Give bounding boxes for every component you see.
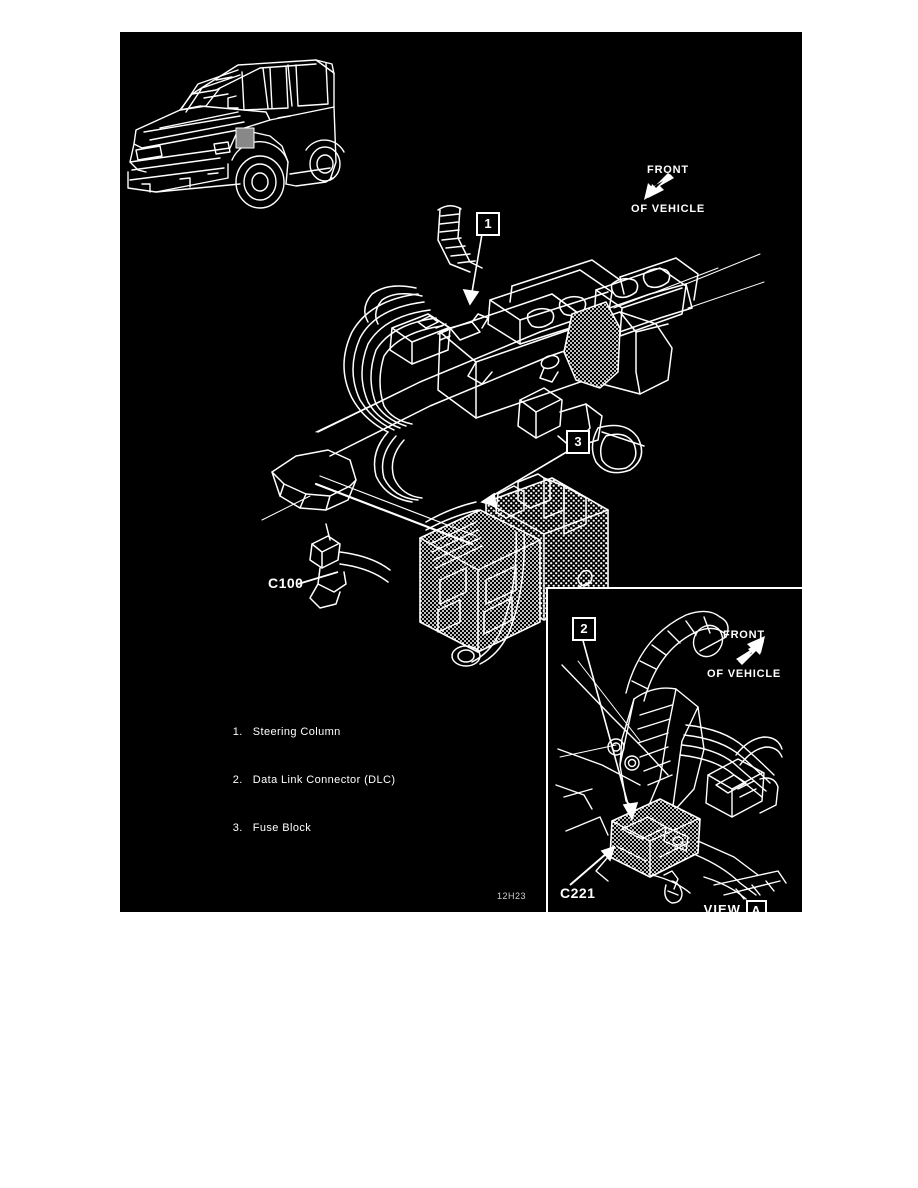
legend-item-1-label: Steering Column — [252, 726, 341, 738]
front-of-vehicle-label-main: FRONT OF VEHICLE — [613, 138, 723, 242]
legend-item-1: 1. Steering Column — [212, 708, 395, 756]
legend-item-2-number: 2. — [232, 774, 243, 786]
legend: 1. Steering Column 2. Data Link Connector … — [212, 708, 395, 852]
front-of-vehicle-line2: OF VEHICLE — [630, 203, 705, 215]
legend-item-2-label: Data Link Connector (DLC) — [252, 774, 396, 786]
connector-label-c100: C100 — [268, 575, 304, 591]
legend-item-2: 2. Data Link Connector (DLC) — [212, 756, 395, 804]
legend-item-3-number: 3. — [232, 822, 243, 834]
dlc-detail-illustration — [555, 610, 787, 904]
front-arrow-down-left-icon — [644, 173, 674, 200]
legend-item-1-number: 1. — [232, 726, 243, 738]
front-of-vehicle-label-inset: FRONT OF VEHICLE — [690, 603, 798, 707]
callout-box-3: 3 — [566, 430, 590, 454]
inset-panel-view-a: 2 FRONT OF VEHICLE C221 VIEW A — [546, 587, 802, 912]
vehicle-illustration — [127, 59, 345, 209]
view-marker-prefix: VIEW — [703, 901, 741, 912]
front-of-vehicle-inset-line2: OF VEHICLE — [706, 668, 781, 680]
legend-item-3: 3. Fuse Block — [212, 804, 395, 852]
front-of-vehicle-line1: FRONT — [647, 164, 689, 176]
view-marker: VIEW A — [676, 885, 767, 912]
figure-id: 12H23 — [497, 891, 527, 901]
view-marker-letter: A — [745, 900, 767, 912]
front-arrow-up-right-icon — [736, 636, 765, 665]
callout-box-1: 1 — [476, 212, 500, 236]
connector-label-c221: C221 — [560, 885, 596, 901]
figure-panel: FRONT OF VEHICLE — [120, 32, 802, 912]
legend-item-3-label: Fuse Block — [252, 822, 312, 834]
callout-box-2: 2 — [572, 617, 596, 641]
front-of-vehicle-inset-line1: FRONT — [723, 629, 765, 641]
